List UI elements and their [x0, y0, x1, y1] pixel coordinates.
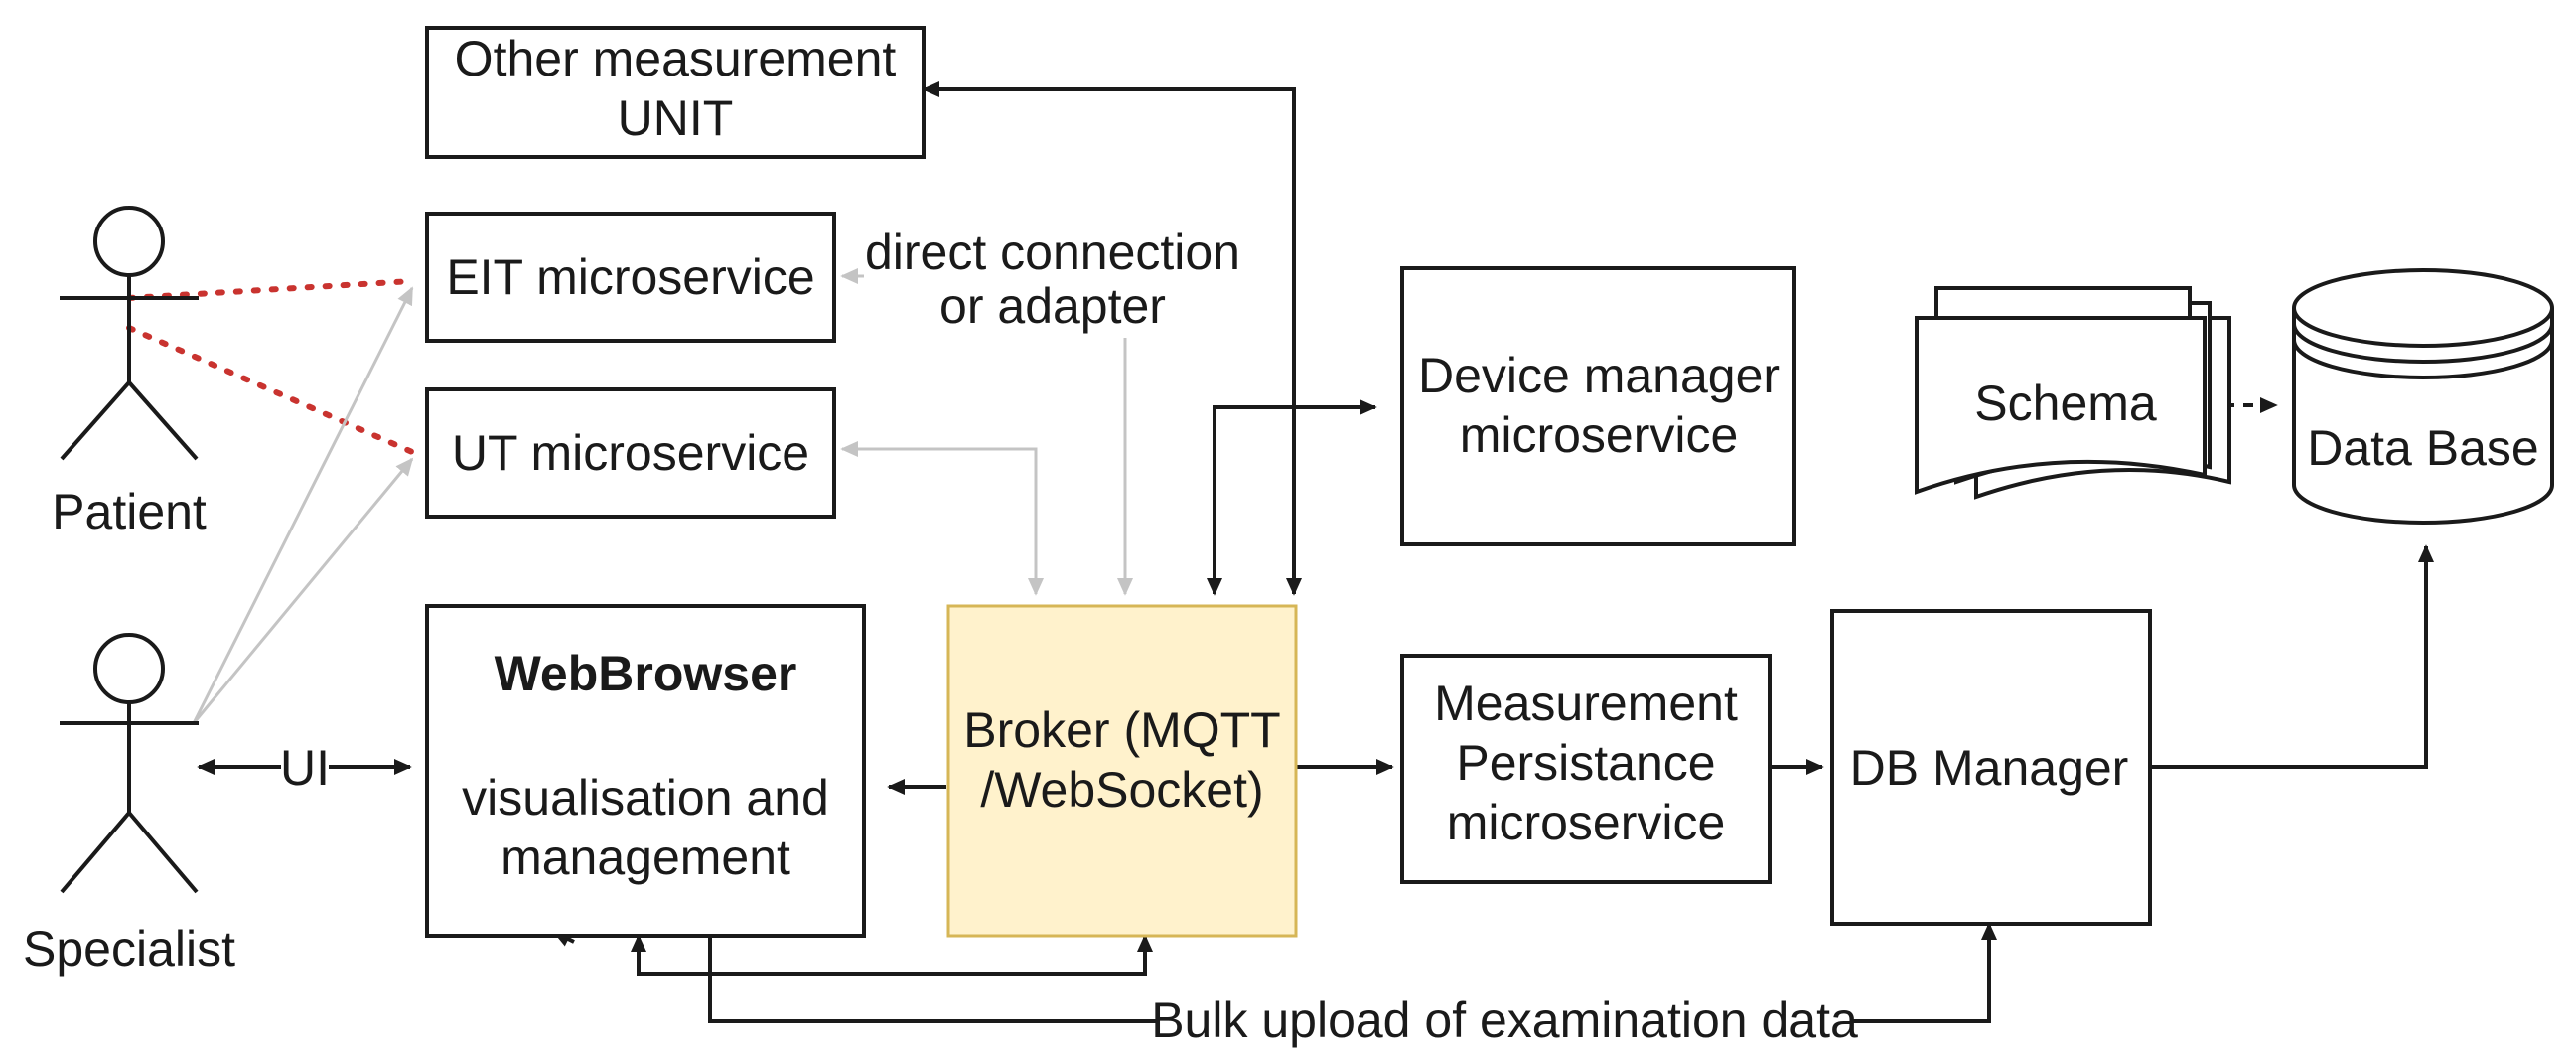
ut-microservice-box [425, 387, 836, 519]
schema-label: Schema [1974, 376, 2157, 431]
schema-shape [1915, 286, 2231, 500]
direct-connection-label-line1: direct connection [865, 225, 1240, 280]
specialist-eit-link [192, 286, 414, 724]
broker-other-unit-link [922, 80, 1303, 596]
broker-box [946, 604, 1298, 938]
device-manager-box [1400, 266, 1796, 546]
webbrowser-title: WebBrowser [495, 646, 797, 701]
device-manager-label-line2: microservice [1460, 407, 1739, 463]
webbrowser-body-line1: visualisation and [462, 770, 829, 826]
db-manager-label: DB Manager [1850, 740, 2129, 796]
bulk-upload-label: Bulk upload of examination data [1151, 992, 1858, 1048]
specialist-ut-link [192, 457, 414, 724]
persistence-label-line1: Measurement [1434, 676, 1738, 731]
webbrowser-broker-bottom-link [630, 934, 1154, 976]
bulk-label-bg [1157, 995, 1852, 1047]
ui-label-bg [281, 747, 329, 791]
database-label: Data Base [2307, 420, 2538, 476]
persistence-label-line2: Persistance [1456, 735, 1715, 791]
other-unit-label-line1: Other measurement [455, 31, 897, 86]
db-manager-box [1830, 609, 2152, 926]
database-cylinder [2291, 268, 2555, 525]
direct-connection-label-line2: or adapter [939, 278, 1166, 334]
device-manager-label-line1: Device manager [1418, 348, 1780, 403]
webbrowser-body-line2: management [501, 830, 790, 885]
dbmanager-database-link [2143, 544, 2435, 769]
patient-ut-link [126, 325, 415, 455]
eit-label: EIT microservice [446, 249, 814, 305]
ut-label: UT microservice [452, 425, 809, 481]
eit-microservice-box [425, 212, 836, 343]
persistence-box [1400, 654, 1772, 884]
broker-label-line1: Broker (MQTT [963, 702, 1280, 758]
patient-label: Patient [52, 484, 207, 539]
specialist-figure [60, 633, 199, 894]
persistence-label-line3: microservice [1447, 795, 1726, 850]
webbrowser-box [425, 604, 866, 938]
patient-figure [60, 206, 199, 461]
other-unit-label-line2: UNIT [618, 90, 734, 146]
patient-eit-link [126, 278, 415, 301]
broker-ut-link [840, 440, 1045, 596]
specialist-label: Specialist [23, 921, 235, 977]
other-unit-box [425, 26, 926, 159]
ui-label: UI [280, 740, 330, 796]
direct-label-bg [869, 221, 1236, 338]
broker-device-manager-link [1206, 398, 1377, 596]
broker-label-line2: /WebSocket) [980, 762, 1263, 818]
